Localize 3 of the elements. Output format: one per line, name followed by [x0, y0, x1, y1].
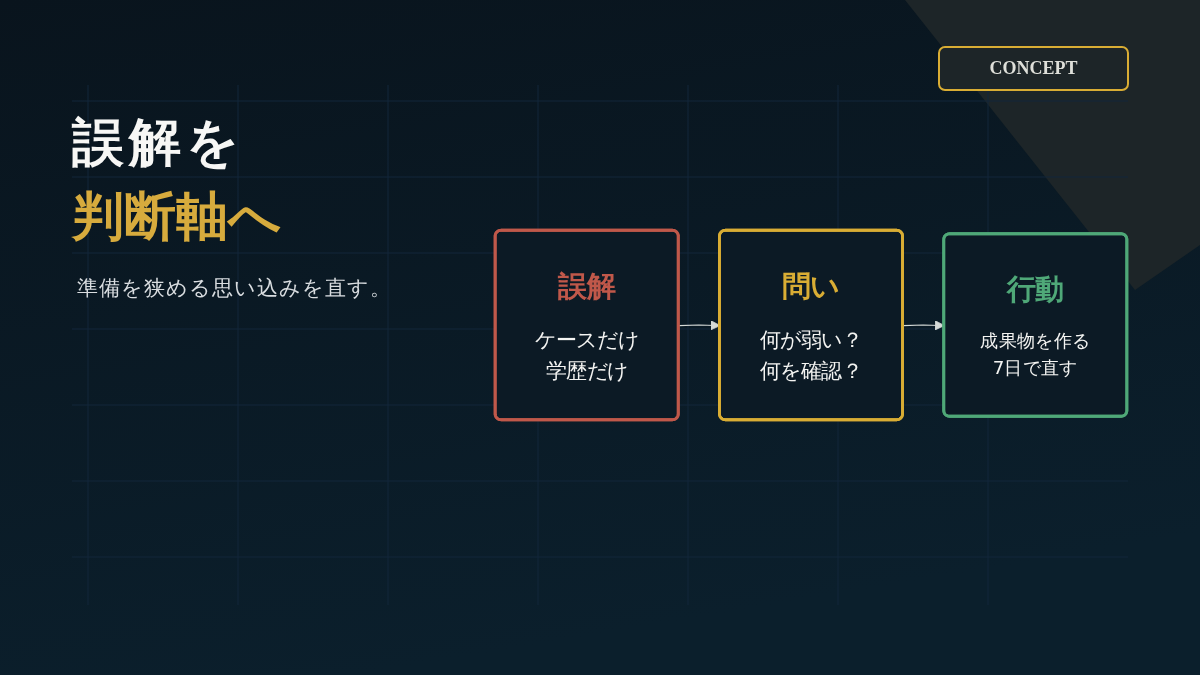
subtitle: 準備を狭める思い込みを直す。	[77, 275, 392, 302]
title: 誤解を判断軸へ	[72, 111, 282, 248]
section-tag: CONCEPT	[938, 46, 1129, 91]
